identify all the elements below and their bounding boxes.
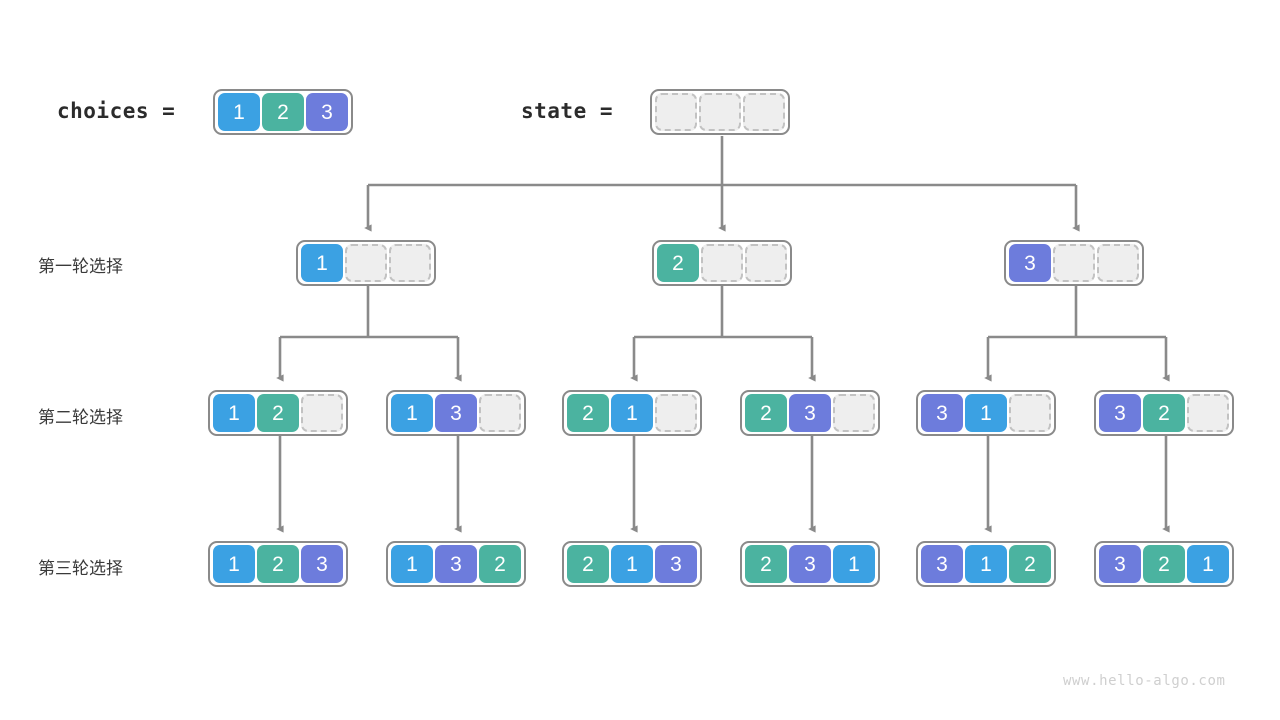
array-cell-value: 3 (1099, 394, 1141, 432)
array-cell-value: 3 (655, 545, 697, 583)
array-cell-value: 3 (301, 545, 343, 583)
array-cell-value: 2 (657, 244, 699, 282)
array-cell-value: 2 (262, 93, 304, 131)
array-cell-value: 1 (965, 394, 1007, 432)
array-cell-empty (345, 244, 387, 282)
array-cell-empty (833, 394, 875, 432)
array-cell-empty (655, 394, 697, 432)
array-cell-empty (699, 93, 741, 131)
array-cell-value: 3 (789, 545, 831, 583)
array-cell-value: 1 (611, 545, 653, 583)
array-cell-value: 1 (213, 394, 255, 432)
array-cell-empty (743, 93, 785, 131)
level-1-node: 1 (296, 240, 436, 286)
array-cell-value: 3 (435, 394, 477, 432)
array-cell-value: 1 (301, 244, 343, 282)
array-cell-value: 1 (833, 545, 875, 583)
array-cell-empty (701, 244, 743, 282)
array-cell-value: 2 (1143, 545, 1185, 583)
array-cell-empty (655, 93, 697, 131)
array-cell-value: 2 (479, 545, 521, 583)
array-cell-value: 1 (218, 93, 260, 131)
array-cell-empty (1187, 394, 1229, 432)
array-cell-empty (1009, 394, 1051, 432)
array-cell-value: 2 (745, 394, 787, 432)
array-cell-value: 3 (1009, 244, 1051, 282)
array-cell-value: 2 (1143, 394, 1185, 432)
array-cell-value: 1 (965, 545, 1007, 583)
array-cell-value: 3 (921, 394, 963, 432)
row-label-round-2: 第二轮选择 (38, 408, 123, 427)
array-cell-value: 2 (257, 394, 299, 432)
choices-label: choices = (57, 99, 176, 123)
array-cell-value: 1 (213, 545, 255, 583)
array-cell-value: 2 (257, 545, 299, 583)
array-cell-empty (1053, 244, 1095, 282)
watermark: www.hello-algo.com (1063, 673, 1226, 689)
array-cell-empty (745, 244, 787, 282)
array-cell-empty (479, 394, 521, 432)
array-cell-value: 1 (1187, 545, 1229, 583)
array-cell-value: 2 (567, 394, 609, 432)
array-cell-value: 3 (789, 394, 831, 432)
level-1-node: 3 (1004, 240, 1144, 286)
state-array (650, 89, 790, 135)
array-cell-value: 1 (391, 545, 433, 583)
array-cell-value: 3 (306, 93, 348, 131)
array-cell-value: 2 (1009, 545, 1051, 583)
row-label-round-1: 第一轮选择 (38, 257, 123, 276)
array-cell-value: 1 (611, 394, 653, 432)
array-cell-value: 1 (391, 394, 433, 432)
array-cell-value: 2 (567, 545, 609, 583)
array-cell-value: 2 (745, 545, 787, 583)
array-cell-value: 3 (1099, 545, 1141, 583)
array-cell-value: 3 (921, 545, 963, 583)
array-cell-empty (301, 394, 343, 432)
level-1-node: 2 (652, 240, 792, 286)
state-label: state = (521, 99, 614, 123)
array-cell-empty (389, 244, 431, 282)
array-cell-empty (1097, 244, 1139, 282)
row-label-round-3: 第三轮选择 (38, 559, 123, 578)
array-cell-value: 3 (435, 545, 477, 583)
